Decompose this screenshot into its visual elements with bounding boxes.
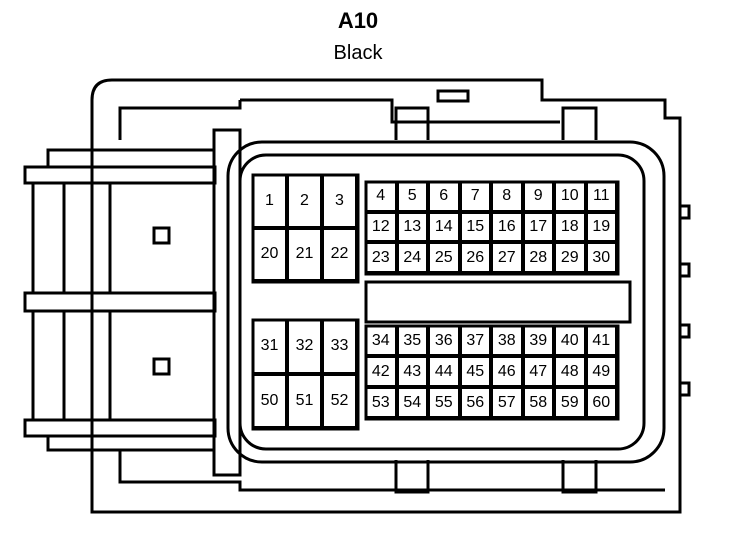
pin-cell: 7 — [459, 181, 491, 212]
side-tab-1 — [678, 204, 691, 220]
body-ledge-top — [118, 98, 560, 140]
connector-color-label: Black — [333, 42, 383, 64]
latch-tab-top-right — [561, 106, 598, 140]
pin-cell: 20 — [252, 227, 287, 281]
top-tab — [436, 89, 470, 103]
latch-rail-mid — [23, 291, 217, 313]
pin-cell: 45 — [459, 356, 491, 387]
pin-cell: 8 — [491, 181, 523, 212]
pin-cell: 46 — [491, 356, 523, 387]
pin-cell: 50 — [252, 373, 287, 428]
pin-cell: 16 — [491, 211, 523, 243]
pin-cell: 28 — [522, 242, 554, 274]
pin-cell: 47 — [522, 356, 554, 387]
pin-cell: 22 — [322, 227, 357, 281]
pin-cell: 44 — [428, 356, 460, 387]
pin-cell: 33 — [322, 319, 357, 374]
pin-cell: 55 — [428, 387, 460, 418]
body-ledge-bottom — [118, 450, 665, 492]
pin-cell: 11 — [585, 181, 617, 212]
pin-cell: 17 — [522, 211, 554, 243]
pin-cell: 2 — [287, 174, 322, 228]
pin-cell: 14 — [428, 211, 460, 243]
pin-cell: 27 — [491, 242, 523, 274]
pin-cell: 54 — [396, 387, 428, 418]
latch-arm-top — [46, 148, 215, 167]
pin-cell: 38 — [491, 325, 523, 356]
pin-cell: 6 — [428, 181, 460, 212]
pin-cell: 36 — [428, 325, 460, 356]
pin-cell: 59 — [554, 387, 586, 418]
latch-arm-bottom — [46, 436, 215, 452]
latch-tab-bottom-right — [561, 460, 598, 494]
pin-cell: 13 — [396, 211, 428, 243]
pin-cell: 23 — [365, 242, 397, 274]
pin-cell: 60 — [585, 387, 617, 418]
pin-cell: 35 — [396, 325, 428, 356]
pin-cell: 56 — [459, 387, 491, 418]
pin-cell: 48 — [554, 356, 586, 387]
pin-cell: 57 — [491, 387, 523, 418]
pin-cell: 42 — [365, 356, 397, 387]
pin-cell: 26 — [459, 242, 491, 274]
pin-cell: 5 — [396, 181, 428, 212]
latch-window-bottom — [152, 357, 171, 376]
pin-cell: 24 — [396, 242, 428, 274]
pin-cell: 12 — [365, 211, 397, 243]
pin-cell: 32 — [287, 319, 322, 374]
pin-cell: 18 — [554, 211, 586, 243]
latch-rail-bottom — [23, 418, 217, 438]
latch-rail-top — [23, 165, 217, 185]
side-tab-3 — [678, 323, 691, 339]
center-key — [364, 280, 632, 324]
pin-cell: 21 — [287, 227, 322, 281]
pin-cell: 25 — [428, 242, 460, 274]
side-tab-4 — [678, 381, 691, 397]
pin-cell: 49 — [585, 356, 617, 387]
pin-cell: 3 — [322, 174, 357, 228]
pin-cell: 4 — [365, 181, 397, 212]
pin-cell: 1 — [252, 174, 287, 228]
side-tab-2 — [678, 262, 691, 278]
pin-cell: 39 — [522, 325, 554, 356]
latch-window-top — [152, 226, 171, 245]
pin-cell: 29 — [554, 242, 586, 274]
pin-cell: 58 — [522, 387, 554, 418]
pin-cell: 15 — [459, 211, 491, 243]
face-inner — [238, 153, 646, 451]
connector-title: A10 — [337, 8, 379, 33]
connector-body — [90, 78, 682, 514]
pin-cell: 30 — [585, 242, 617, 274]
pin-cell: 41 — [585, 325, 617, 356]
pin-cell: 37 — [459, 325, 491, 356]
pin-cell: 10 — [554, 181, 586, 212]
pin-cell: 53 — [365, 387, 397, 418]
pin-cell: 52 — [322, 373, 357, 428]
pin-cell: 31 — [252, 319, 287, 374]
pin-cell: 34 — [365, 325, 397, 356]
pin-cell: 43 — [396, 356, 428, 387]
pin-cell: 9 — [522, 181, 554, 212]
face-outer — [226, 140, 666, 464]
latch-tab-top-left — [394, 106, 430, 140]
latch-tab-bottom-left — [394, 460, 430, 494]
pin-cell: 40 — [554, 325, 586, 356]
pin-cell: 19 — [585, 211, 617, 243]
pin-cell: 51 — [287, 373, 322, 428]
